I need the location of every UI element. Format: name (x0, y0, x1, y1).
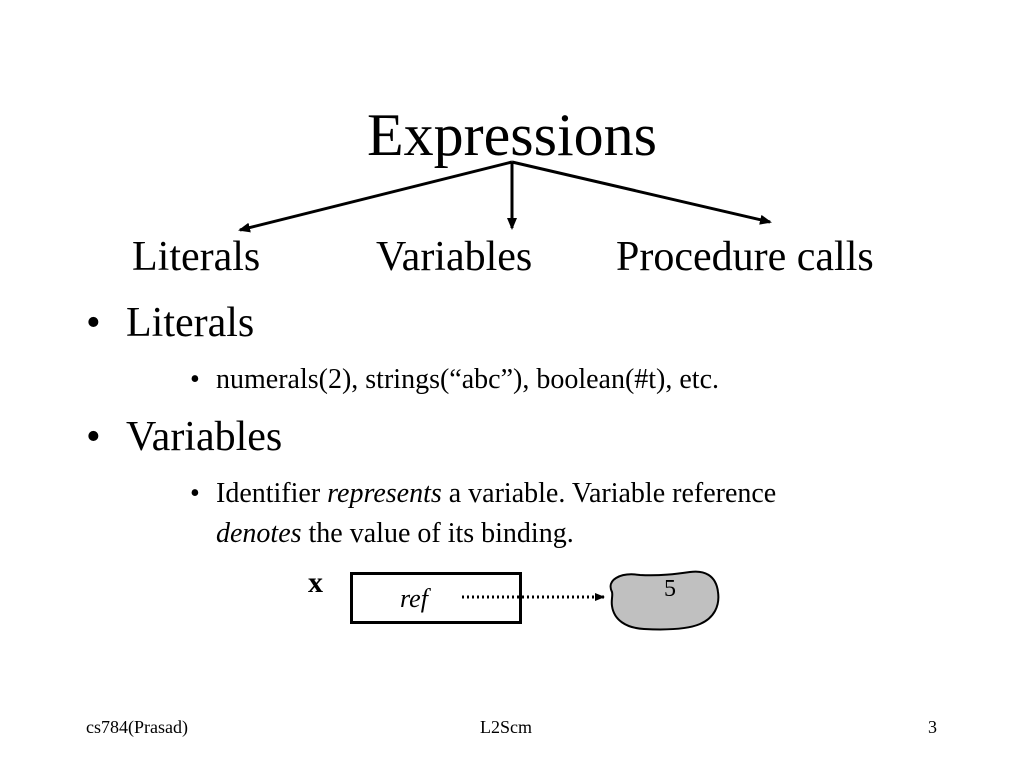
bullet-dot: • (86, 300, 101, 346)
arrow-to-literals (238, 160, 513, 233)
text-run: the value of its binding. (301, 518, 574, 549)
sub-bullet-identifier-line2: denotes the value of its binding. (216, 514, 574, 554)
bullet-literals: • Literals (86, 298, 254, 348)
sub-bullet-dot: • (190, 478, 200, 509)
category-variables: Variables (376, 234, 533, 280)
text-run-italic: represents (327, 478, 442, 509)
footer-left: cs784(Prasad) (86, 717, 188, 737)
bullet-variables: • Variables (86, 412, 282, 462)
value-blob-shape (609, 570, 720, 631)
sub-bullet-literal-examples: • numerals(2), strings(“abc”), boolean(#t… (190, 360, 719, 400)
category-literals: Literals (132, 234, 261, 280)
variable-name-label: x (308, 566, 323, 599)
arrow-to-procedure-calls (511, 160, 772, 225)
category-procedure-calls: Procedure calls (616, 234, 874, 280)
reference-label: ref (400, 584, 428, 613)
sub-bullet-text: numerals(2), strings(“abc”), boolean(#t)… (216, 364, 720, 395)
text-run-italic: denotes (216, 518, 302, 549)
bullet-heading: Variables (126, 414, 283, 460)
text-run: a variable. Variable reference (441, 478, 777, 509)
bullet-heading: Literals (126, 300, 255, 346)
text-run: Identifier (216, 478, 328, 509)
reference-box (350, 572, 522, 624)
footer-page-number: 3 (928, 717, 937, 737)
sub-bullet-identifier-line1: • Identifier represents a variable. Varia… (190, 474, 776, 514)
bound-value: 5 (664, 576, 676, 602)
slide-title: Expressions (367, 102, 657, 168)
sub-bullet-dot: • (190, 364, 200, 395)
bullet-dot: • (86, 414, 101, 460)
footer-center: L2Scm (480, 717, 532, 737)
